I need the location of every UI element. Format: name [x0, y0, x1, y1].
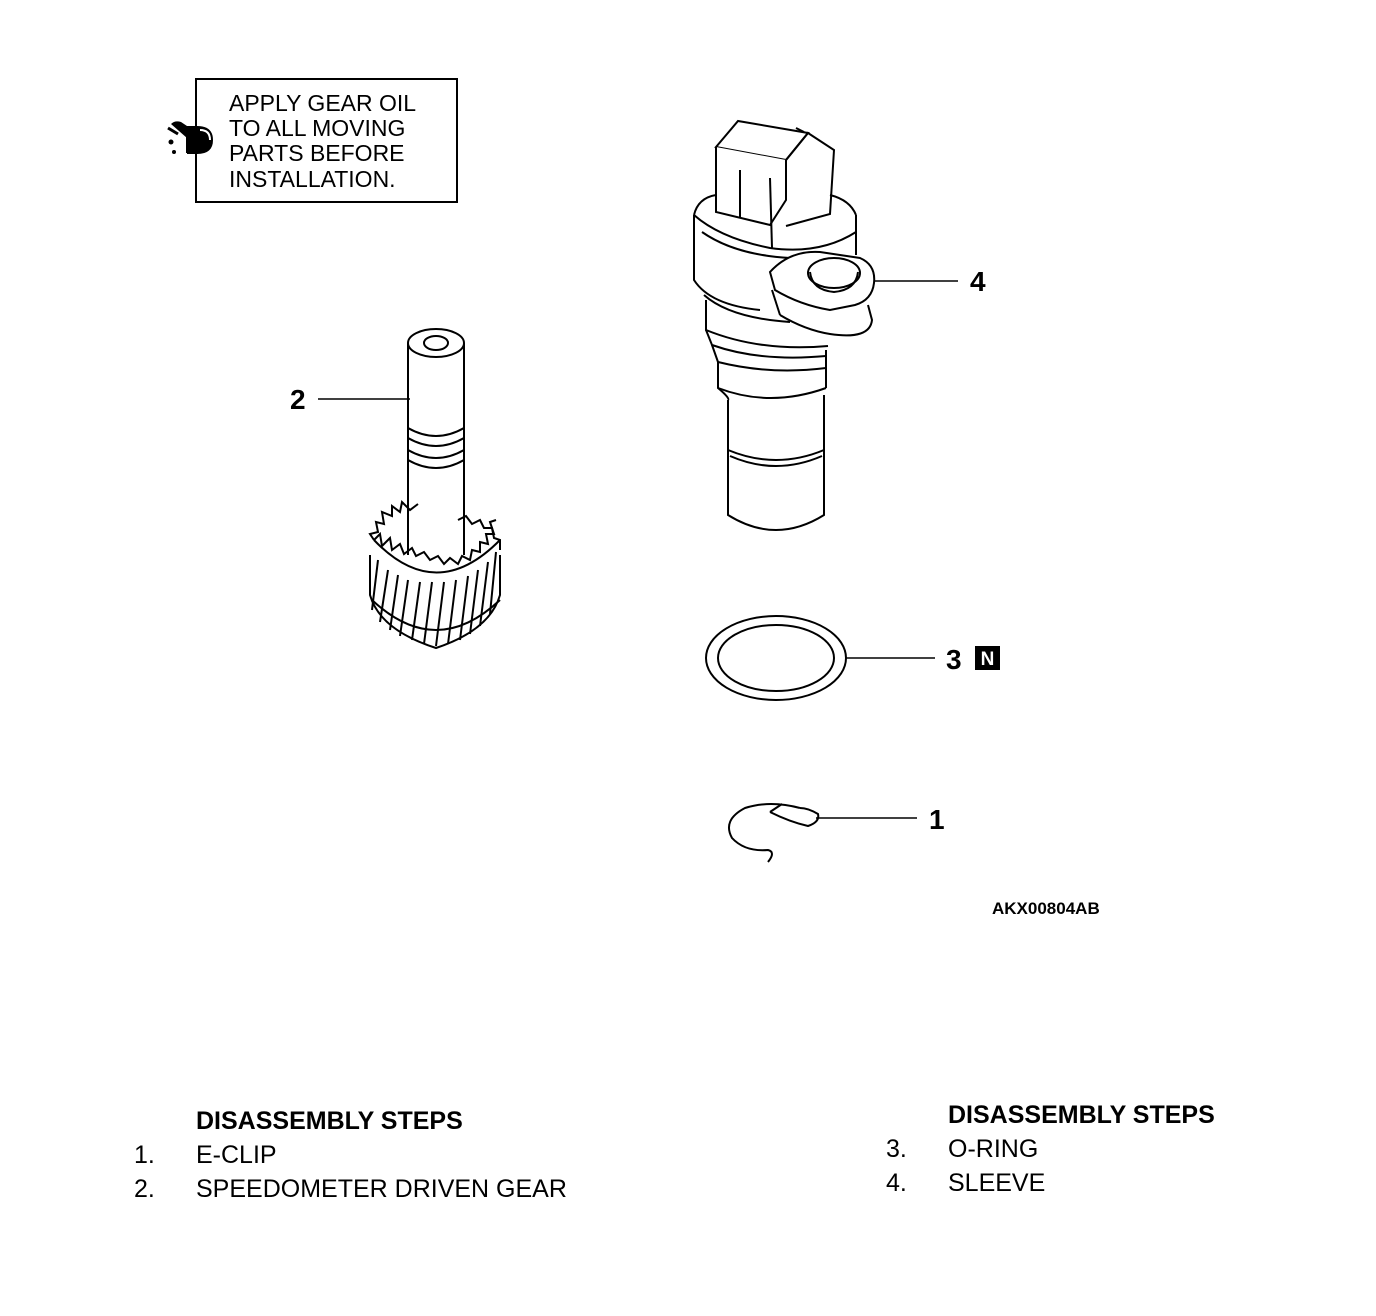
new-part-badge: N [975, 646, 1000, 670]
step-number: 3. [886, 1135, 907, 1163]
gear-oil-note: APPLY GEAR OIL TO ALL MOVING PARTS BEFOR… [195, 78, 458, 203]
new-part-badge-label: N [981, 649, 995, 670]
note-line-2: TO ALL MOVING [229, 115, 405, 141]
step-number: 1. [134, 1141, 155, 1169]
step-number: 2. [134, 1175, 155, 1203]
step-label: E-CLIP [196, 1141, 277, 1169]
disassembly-steps-left: DISASSEMBLY STEPS 1. E-CLIP 2. SPEEDOMET… [134, 1104, 567, 1206]
steps-heading: DISASSEMBLY STEPS [948, 1101, 1215, 1129]
callout-sleeve: 4 [970, 266, 986, 297]
steps-heading: DISASSEMBLY STEPS [196, 1107, 463, 1135]
step-row: 4. SLEEVE [886, 1166, 1215, 1200]
step-label: SPEEDOMETER DRIVEN GEAR [196, 1175, 567, 1203]
o-ring-part [705, 615, 847, 701]
disassembly-steps-right: DISASSEMBLY STEPS 3. O-RING 4. SLEEVE [886, 1098, 1215, 1200]
callout-o-ring: 3 [946, 644, 962, 675]
e-clip-part [728, 803, 820, 863]
speedometer-driven-gear [368, 328, 501, 650]
leader-lines [318, 280, 958, 819]
callout-e-clip: 1 [929, 804, 945, 835]
callout-gear: 2 [290, 384, 306, 415]
step-label: O-RING [948, 1135, 1039, 1163]
sleeve-part [693, 119, 876, 531]
step-row: 1. E-CLIP [134, 1138, 463, 1172]
note-line-3: PARTS BEFORE [229, 140, 405, 166]
step-number: 4. [886, 1169, 907, 1197]
oil-can-icon [167, 121, 213, 154]
figure-code: AKX00804AB [992, 899, 1100, 918]
step-row: 2. SPEEDOMETER DRIVEN GEAR [134, 1172, 567, 1206]
step-row: 3. O-RING [886, 1132, 1215, 1166]
note-line-1: APPLY GEAR OIL [229, 90, 416, 116]
step-label: SLEEVE [948, 1169, 1046, 1197]
note-line-4: INSTALLATION. [229, 166, 396, 192]
